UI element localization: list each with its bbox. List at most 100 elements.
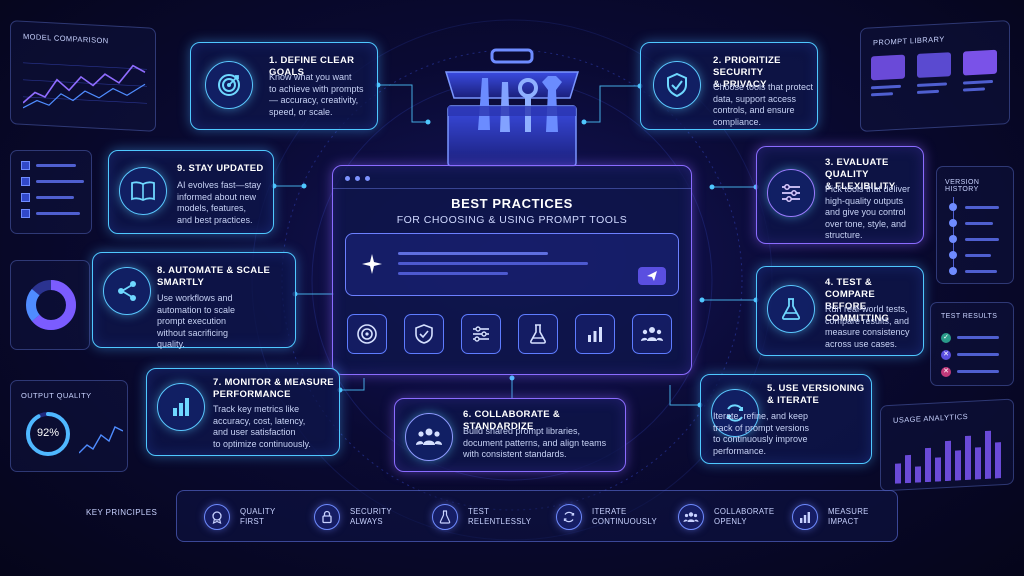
quality-value: 92%	[36, 427, 60, 439]
key-principles-heading: KEY PRINCIPLES	[86, 508, 158, 517]
card-evaluate-quality[interactable]: 3. EVALUATE QUALITY& FLEXIBILITY Pick to…	[756, 146, 924, 244]
test-results-panel: TEST RESULTS ✓ ✕ ✕	[930, 302, 1014, 386]
lock-icon	[314, 504, 340, 530]
card-body: Build shared prompt libraries,document p…	[463, 426, 607, 459]
sliders-tool-icon[interactable]	[461, 314, 501, 354]
output-quality-panel: OUTPUT QUALITY 92%	[10, 380, 128, 472]
panel-title: TEST RESULTS	[941, 313, 998, 320]
usage-bar-graphic	[895, 430, 1001, 484]
panel-title: MODEL COMPARISON	[23, 31, 109, 46]
card-define-clear-goals[interactable]: 1. DEFINE CLEAR GOALS Know what you want…	[190, 42, 378, 130]
folder-item	[963, 49, 1001, 92]
refresh-icon	[556, 504, 582, 530]
version-timeline	[949, 199, 999, 279]
target-tool-icon[interactable]	[347, 314, 387, 354]
x-mark-icon: ✕	[941, 349, 951, 360]
badge-icon	[204, 504, 230, 530]
toolbox-illustration	[444, 48, 580, 167]
flask-icon	[432, 504, 458, 530]
checklist-panel	[10, 150, 92, 234]
refresh-icon	[711, 389, 759, 437]
flask-tool-icon[interactable]	[518, 314, 558, 354]
folder-item	[871, 54, 909, 97]
donut-graphic	[26, 280, 76, 330]
quality-sparkline	[79, 426, 123, 454]
folder-row	[871, 49, 1001, 97]
card-title: 5. USE VERSIONING& ITERATE	[767, 383, 865, 406]
team-icon	[678, 504, 704, 530]
send-button[interactable]	[638, 267, 666, 285]
checklist-rows	[21, 161, 84, 218]
model-comparison-panel: MODEL COMPARISON	[10, 20, 156, 132]
fail-icon: ✕	[941, 366, 951, 377]
tool-icon-row	[347, 314, 672, 354]
panel-title: USAGE ANALYTICS	[893, 411, 969, 425]
card-title: 2. PRIORITIZE SECURITY& PRIVACY	[713, 55, 781, 90]
usage-analytics-panel: USAGE ANALYTICS	[880, 398, 1014, 492]
card-use-versioning[interactable]: 5. USE VERSIONING& ITERATE Iterate, refi…	[700, 374, 872, 464]
book-icon	[119, 167, 167, 215]
card-title: 6. COLLABORATE & STANDARDIZE	[463, 409, 560, 432]
shield-tool-icon[interactable]	[404, 314, 444, 354]
prompt-input-box[interactable]	[345, 233, 679, 296]
center-title: BEST PRACTICES	[451, 196, 573, 211]
prompt-library-panel: PROMPT LIBRARY	[860, 20, 1010, 132]
panel-title: VERSION HISTORY	[945, 179, 980, 193]
card-prioritize-security[interactable]: 2. PRIORITIZE SECURITY& PRIVACY Choose t…	[640, 42, 818, 130]
center-panel: BEST PRACTICES FOR CHOOSING & USING PROM…	[332, 165, 692, 375]
quality-gauge	[26, 412, 70, 456]
flask-icon	[767, 285, 815, 333]
bar-chart-icon	[157, 383, 205, 431]
target-icon	[205, 61, 253, 109]
center-subtitle: FOR CHOOSING & USING PROMPT TOOLS	[396, 214, 628, 226]
sparkle-icon	[362, 254, 382, 274]
test-result-rows: ✓ ✕ ✕	[941, 329, 999, 380]
card-collaborate-standardize[interactable]: 6. COLLABORATE & STANDARDIZE Build share…	[394, 398, 626, 472]
pass-icon: ✓	[941, 332, 951, 343]
team-icon	[405, 413, 453, 461]
card-title: 3. EVALUATE QUALITY& FLEXIBILITY	[825, 157, 896, 192]
share-nodes-icon	[103, 267, 151, 315]
card-body: Run real-world tests,compare results, an…	[825, 304, 910, 349]
shield-check-icon	[653, 61, 701, 109]
key-principles-bar	[176, 490, 898, 542]
quality-gauge-arc	[26, 412, 70, 456]
sliders-icon	[767, 169, 815, 217]
card-title: 9. STAY UPDATED	[177, 163, 264, 174]
folder-item	[917, 52, 955, 94]
line-chart-graphic	[23, 62, 147, 109]
bar-chart-icon	[792, 504, 818, 530]
send-icon	[647, 271, 657, 281]
bar-chart-tool-icon[interactable]	[575, 314, 615, 354]
panel-title: PROMPT LIBRARY	[873, 34, 945, 48]
team-tool-icon[interactable]	[632, 314, 672, 354]
panel-title: OUTPUT QUALITY	[21, 391, 92, 400]
donut-panel	[10, 260, 90, 350]
window-dots	[345, 176, 370, 181]
